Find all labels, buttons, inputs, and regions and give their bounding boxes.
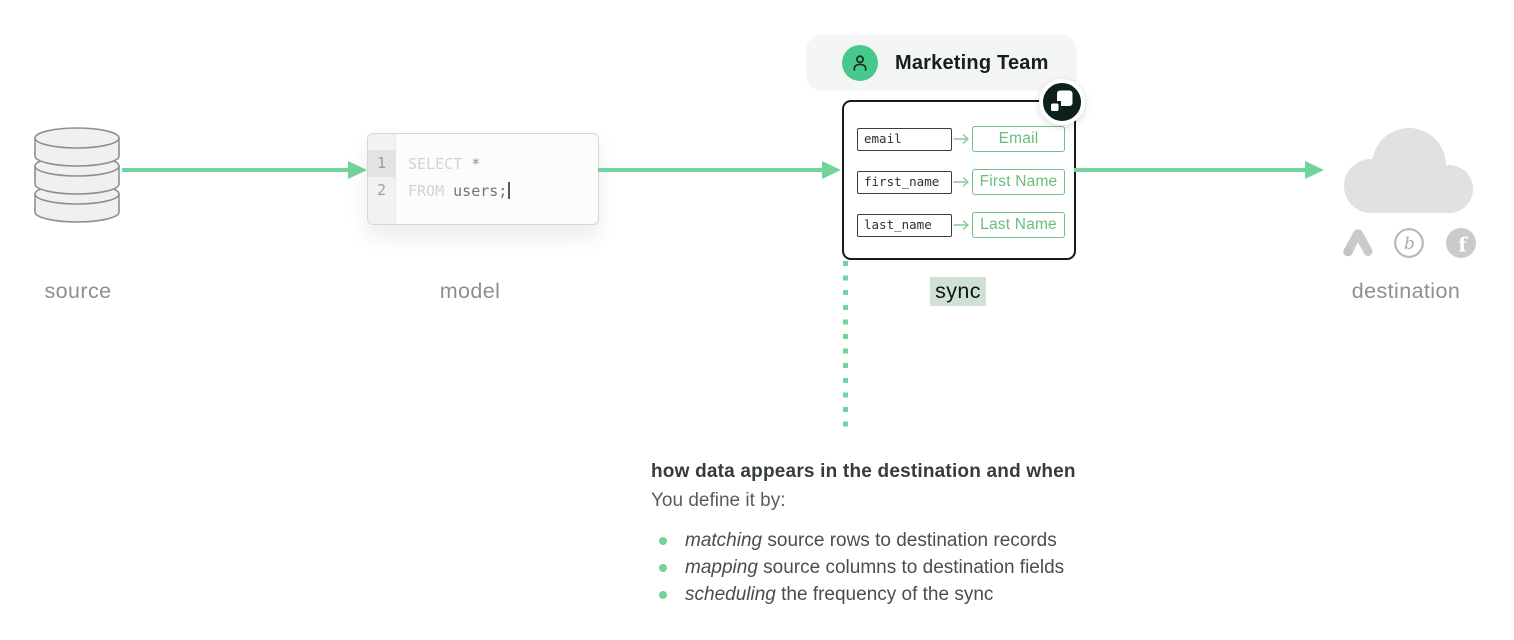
sync-description-block: how data appears in the destination and … xyxy=(651,461,1211,608)
bullet-keyword: matching xyxy=(685,530,763,551)
sql-keyword: FROM xyxy=(408,181,445,200)
code-gutter xyxy=(368,134,396,224)
svg-text:f: f xyxy=(1458,233,1468,257)
source-field-box: first_name xyxy=(857,170,952,194)
bullet-dot-icon xyxy=(659,564,667,572)
source-field-box: last_name xyxy=(857,213,952,237)
braze-icon: b xyxy=(1394,228,1424,258)
arrowhead-model-to-sync xyxy=(822,161,841,179)
avatar xyxy=(842,45,878,81)
facebook-icon: f xyxy=(1446,228,1476,258)
mapping-arrow-icon xyxy=(953,177,969,187)
mapping-row: email Email xyxy=(857,126,1065,152)
note-heading: how data appears in the destination and … xyxy=(651,461,1076,482)
note-bullet-list: matching source rows to destination reco… xyxy=(651,527,1211,608)
destination-field-box: Email xyxy=(972,126,1065,152)
team-name-label: Marketing Team xyxy=(895,51,1049,74)
note-bullet-item: mapping source columns to destination fi… xyxy=(651,554,1211,581)
arrowhead-sync-to-destination xyxy=(1305,161,1324,179)
arrowhead-source-to-model xyxy=(348,161,367,179)
note-bullet-item: matching source rows to destination reco… xyxy=(651,527,1211,554)
sync-highlight: sync xyxy=(930,277,986,306)
line-number-2: 2 xyxy=(376,181,387,199)
svg-text:b: b xyxy=(1404,234,1415,254)
bullet-text: source columns to destination fields xyxy=(757,557,1065,578)
team-pill: Marketing Team xyxy=(806,35,1077,91)
bullet-keyword: scheduling xyxy=(685,584,776,605)
user-icon xyxy=(853,55,867,71)
cloud-icon xyxy=(1344,128,1473,213)
google-ads-icon xyxy=(1343,229,1373,257)
code-line-1: 1 SELECT * xyxy=(368,150,598,177)
destination-field-box: Last Name xyxy=(972,212,1065,238)
stage-label-source: source xyxy=(44,279,112,303)
sync-mapping-card: email Email first_name First Name last_n… xyxy=(842,100,1076,260)
hightouch-logo-icon xyxy=(1039,79,1085,125)
sql-keyword: SELECT xyxy=(408,154,463,173)
stage-label-model: model xyxy=(439,279,501,303)
code-text-2: FROM users; xyxy=(395,181,511,200)
arrow-model-to-sync xyxy=(598,168,823,172)
destination-app-icons: b f xyxy=(1341,227,1477,259)
database-icon xyxy=(34,127,120,223)
text-cursor xyxy=(508,181,511,199)
bullet-text: source rows to destination records xyxy=(762,530,1057,551)
code-text-1: SELECT * xyxy=(395,155,480,173)
bullet-dot-icon xyxy=(659,537,667,545)
arrow-sync-to-destination xyxy=(1074,168,1306,172)
mapping-row: first_name First Name xyxy=(857,169,1065,195)
destination-field-box: First Name xyxy=(972,169,1065,195)
mapping-arrow-icon xyxy=(953,134,969,144)
source-field-box: email xyxy=(857,127,952,151)
line-number-1: 1 xyxy=(368,150,395,177)
bullet-keyword: mapping xyxy=(685,557,758,578)
stage-label-sync: sync xyxy=(878,277,1038,306)
sql-identifier: users; xyxy=(453,181,508,200)
bullet-dot-icon xyxy=(659,591,667,599)
sql-operator: * xyxy=(471,154,481,173)
note-bullet-item: scheduling the frequency of the sync xyxy=(651,581,1211,608)
mapping-arrow-icon xyxy=(953,220,969,230)
model-code-editor: 1 SELECT * 2 FROM users; xyxy=(367,133,599,225)
stage-label-destination: destination xyxy=(1351,279,1461,303)
arrow-source-to-model xyxy=(122,168,349,172)
code-line-2: 2 FROM users; xyxy=(368,177,598,204)
dotted-connector-line xyxy=(843,261,848,429)
note-subheading: You define it by: xyxy=(651,490,786,511)
bullet-text: the frequency of the sync xyxy=(775,584,994,605)
mapping-row: last_name Last Name xyxy=(857,212,1065,238)
